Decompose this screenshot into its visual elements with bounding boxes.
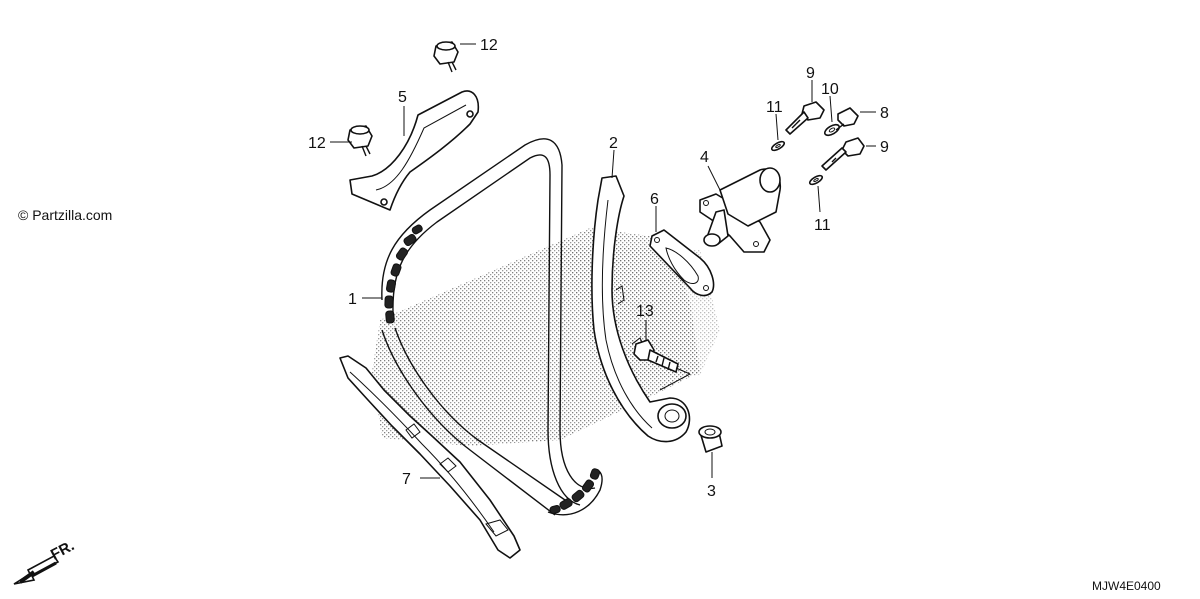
- cam-chain-guide-7: [339, 355, 521, 559]
- cam-chain-guide-plate: [349, 90, 480, 211]
- callout-5: 5: [398, 89, 407, 106]
- front-direction-arrow: FR.: [13, 537, 77, 585]
- callout-11-lower: 11: [814, 217, 831, 234]
- callout-10: 10: [821, 81, 839, 98]
- callout-7: 7: [402, 471, 411, 488]
- callout-1: 1: [348, 291, 357, 308]
- cam-chain: [381, 138, 603, 516]
- callout-9-upper: 9: [806, 65, 815, 82]
- callout-3: 3: [707, 483, 716, 500]
- washer-10: [823, 123, 841, 137]
- callout-9-lower: 9: [880, 139, 889, 156]
- callout-11-upper: 11: [766, 99, 783, 116]
- watermark-text: © Partzilla.com: [18, 207, 112, 223]
- callout-2: 2: [609, 135, 618, 152]
- diagram-code: MJW4E0400: [1092, 579, 1161, 593]
- bolt-13: [633, 339, 691, 391]
- callout-labels: 1 2 3 4 5 6 7 8 9 9 10 11 11 12 12 13: [308, 37, 889, 500]
- bolt-12-upper: [433, 41, 459, 73]
- washer-11-lower: [808, 174, 824, 186]
- callout-4: 4: [700, 149, 709, 166]
- washer-11-upper: [770, 140, 786, 152]
- bolt-8: [835, 107, 859, 131]
- tensioner-lifter-4: [699, 167, 782, 253]
- callout-12-lower: 12: [308, 135, 326, 152]
- leader-lines: [330, 43, 876, 479]
- callout-13: 13: [636, 303, 654, 320]
- bolt-12-lower: [347, 125, 373, 157]
- bolt-9-lower: [821, 137, 865, 171]
- callout-8: 8: [880, 105, 889, 122]
- callout-12-upper: 12: [480, 37, 498, 54]
- bolt-9-upper: [785, 101, 825, 135]
- collar-3: [698, 425, 723, 453]
- gasket-6: [649, 229, 715, 297]
- cam-chain-tensioner-arm: [591, 175, 691, 443]
- callout-6: 6: [650, 191, 659, 208]
